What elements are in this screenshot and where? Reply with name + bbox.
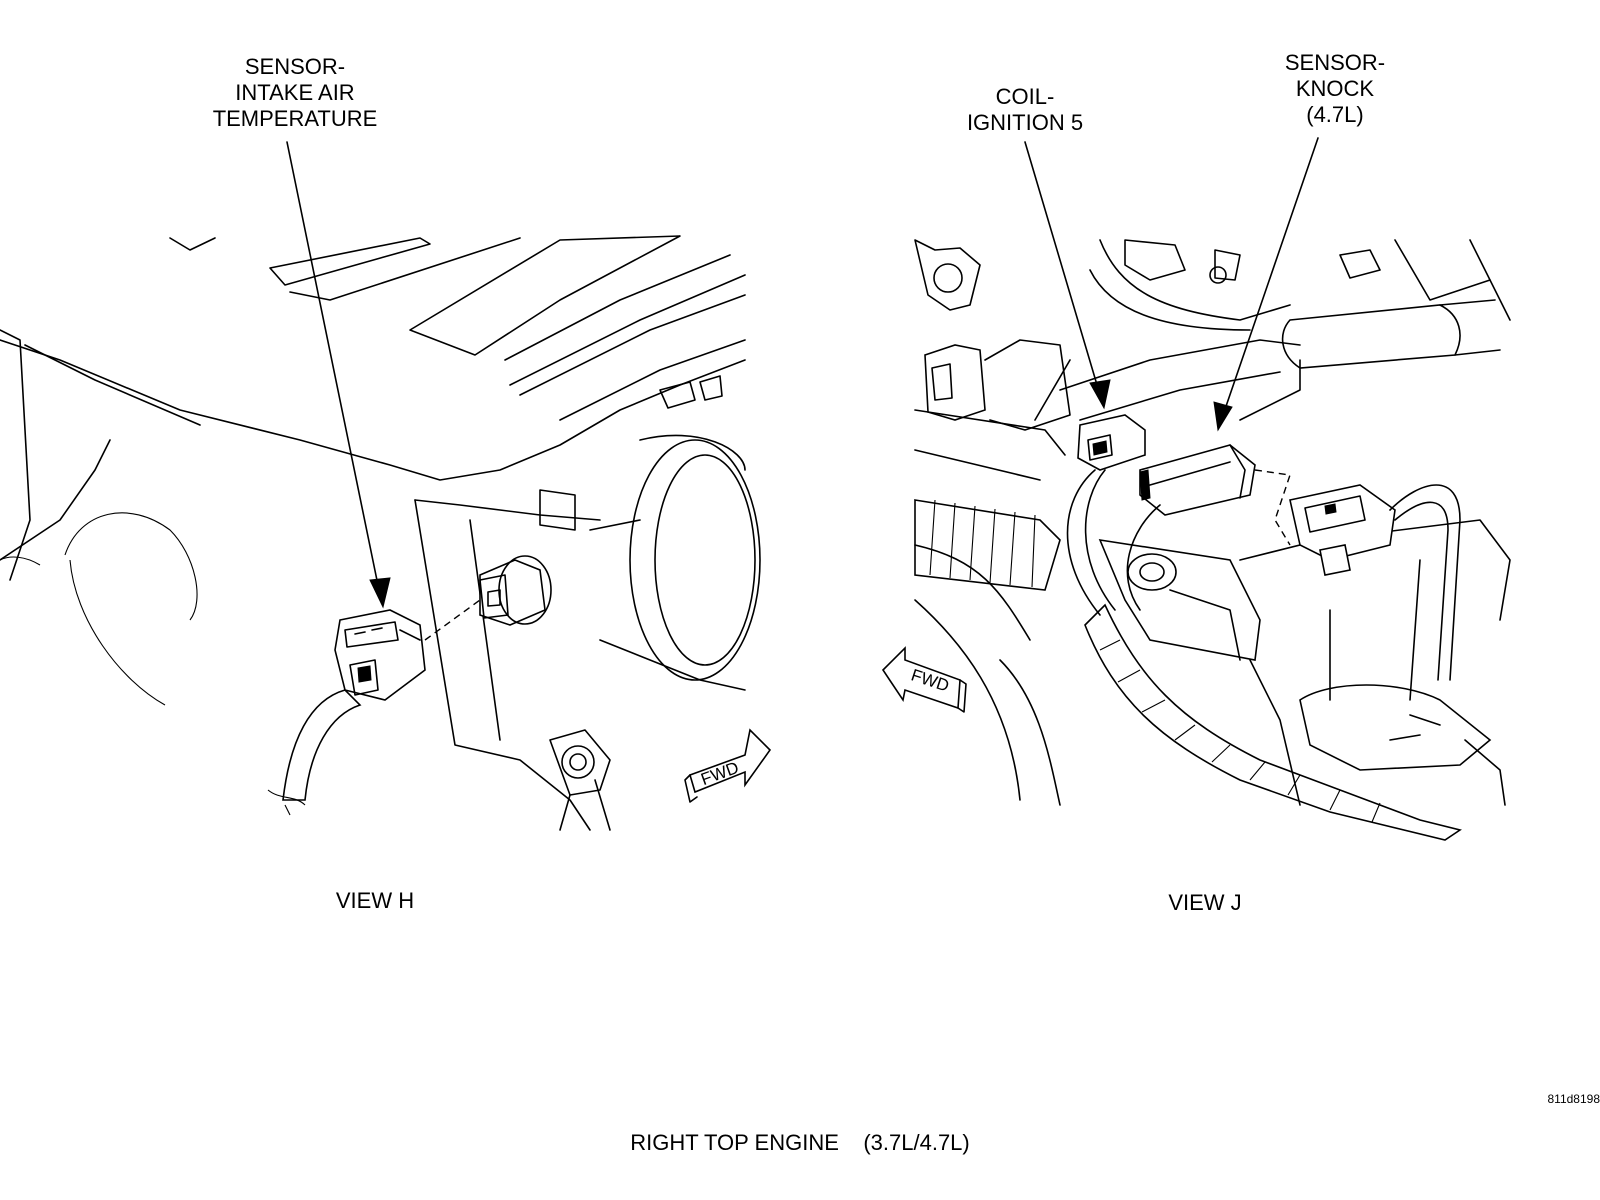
figure-title: RIGHT TOP ENGINE (3.7L/4.7L) (630, 1130, 970, 1155)
knock-sensor-callout: SENSOR- KNOCK (4.7L) (1265, 50, 1405, 128)
iat-line-2: INTAKE AIR (235, 80, 355, 105)
knock-line-1: SENSOR- (1284, 50, 1386, 75)
view-j-label: VIEW J (1168, 890, 1242, 915)
coil-line-1: COIL- (995, 84, 1055, 109)
figure-code: 811d8198 (1547, 1092, 1600, 1106)
knock-line-3: (4.7L) (1306, 102, 1364, 127)
coil-line-2: IGNITION 5 (966, 110, 1084, 135)
iat-sensor-callout: SENSOR- INTAKE AIR TEMPERATURE (190, 54, 400, 132)
iat-line-1: SENSOR- (244, 54, 346, 79)
knock-line-2: KNOCK (1295, 76, 1375, 101)
view-j-drawing (881, 137, 1511, 841)
iat-line-3: TEMPERATURE (212, 106, 378, 131)
view-h-drawing (0, 141, 772, 831)
coil-ignition-callout: COIL- IGNITION 5 (945, 84, 1105, 136)
view-h-label: VIEW H (335, 888, 415, 913)
